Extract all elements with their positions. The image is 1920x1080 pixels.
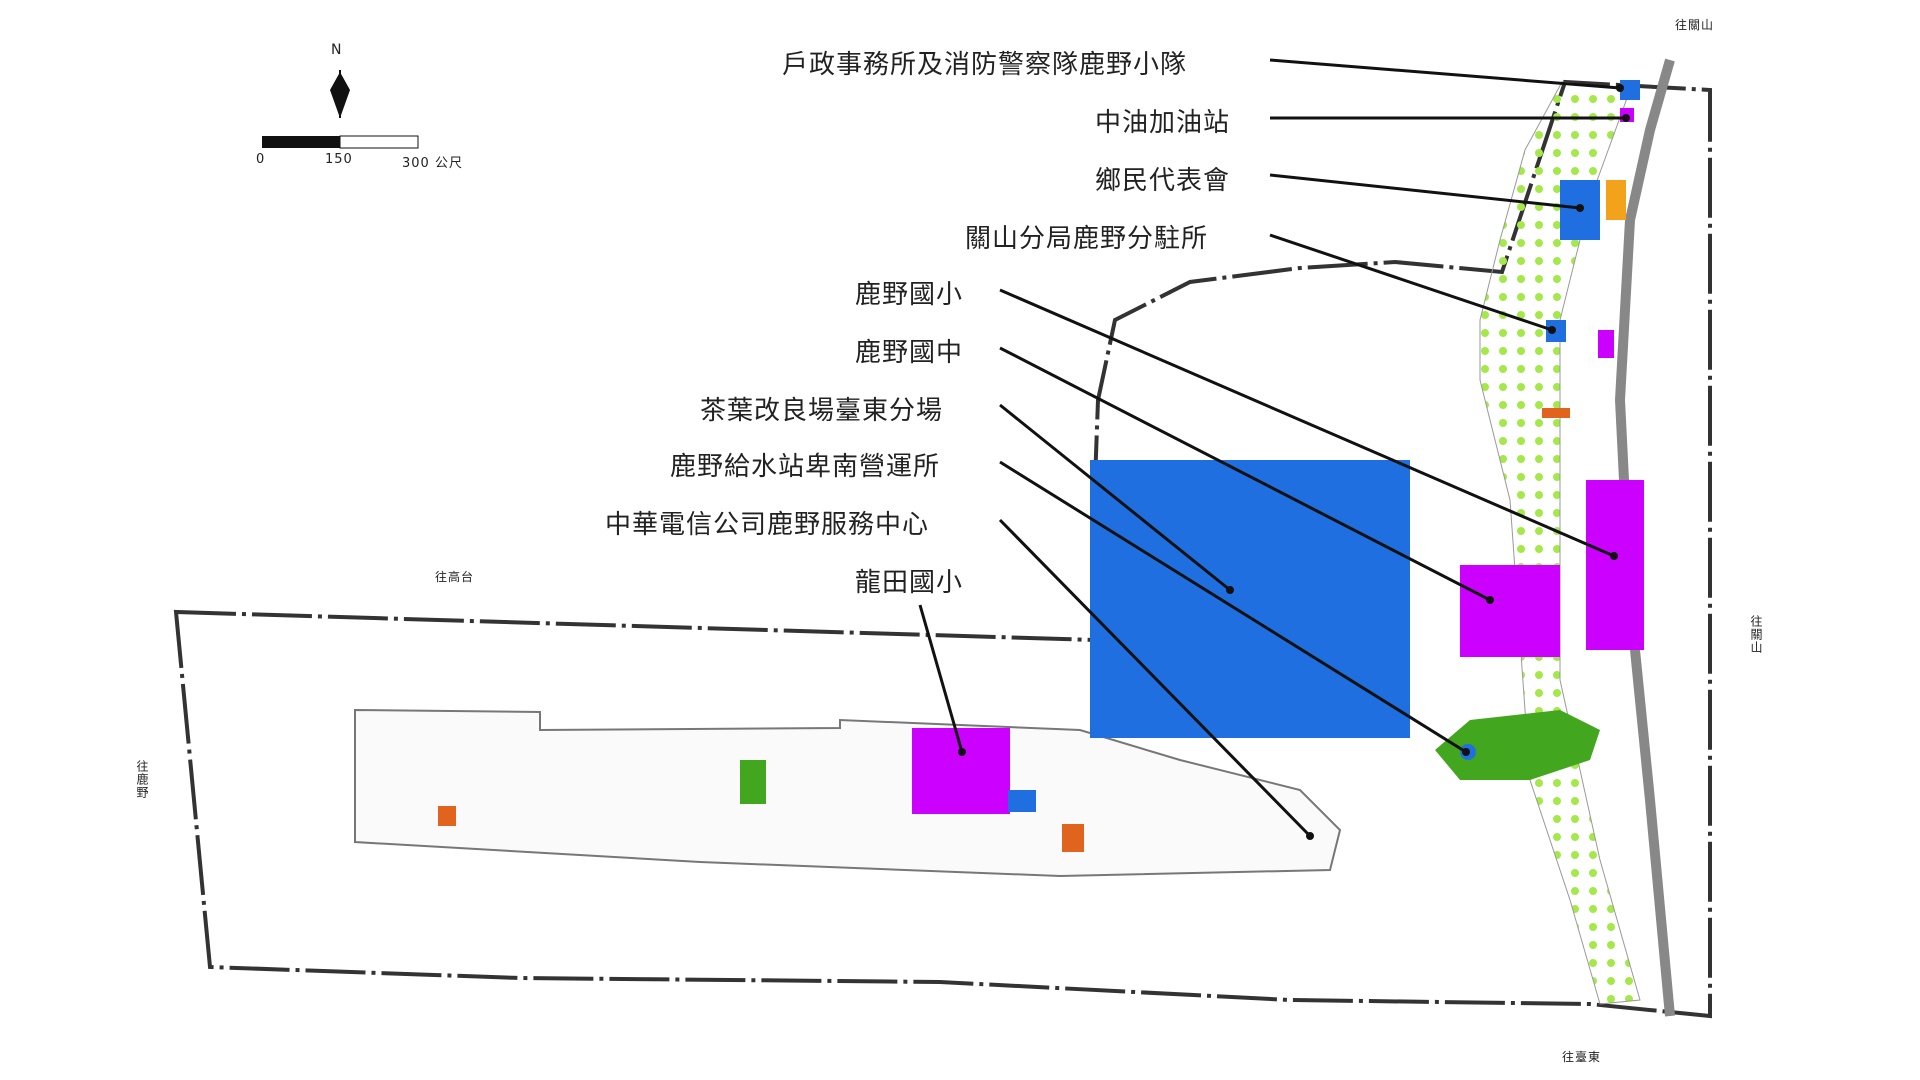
facility-orange-west [438, 806, 456, 826]
junior-high-block [1460, 565, 1560, 657]
dir-east: 往關山 [1749, 615, 1763, 654]
dir-south: 往臺東 [1562, 1050, 1602, 1064]
longtian-elementary-block [912, 728, 1010, 814]
facility-pink [1598, 330, 1614, 358]
dir-west: 往鹿野 [135, 760, 149, 799]
label-gas-station: 中油加油站 [1095, 108, 1231, 138]
leader-dots [958, 84, 1630, 840]
tea-station-block [1090, 460, 1410, 738]
west-settlement [354, 708, 1342, 878]
facility-blue [1008, 790, 1036, 812]
dir-north: 往關山 [1675, 18, 1715, 32]
leader-lines [918, 58, 1626, 838]
north-label: N [331, 42, 343, 58]
dir-north-small: 往高台 [435, 570, 475, 584]
planning-boundary [173, 79, 1712, 1019]
label-household: 戶政事務所及消防警察隊鹿野小隊 [782, 50, 1188, 80]
label-police: 關山分局鹿野分駐所 [965, 224, 1209, 254]
elementary-block [1586, 480, 1644, 650]
facility-orange-north [1542, 408, 1570, 418]
label-council: 鄉民代表會 [1095, 166, 1231, 196]
park-area [1435, 710, 1600, 780]
scale-bar-black [262, 136, 340, 148]
scale-zero: 0 [256, 152, 266, 167]
label-longtian: 龍田國小 [855, 568, 964, 598]
facility-household [1620, 80, 1640, 100]
facility-police [1546, 320, 1566, 342]
facility-green [740, 760, 766, 804]
label-elementary: 鹿野國小 [855, 280, 964, 310]
label-water-station: 鹿野給水站卑南營運所 [670, 452, 941, 482]
main-road [1614, 58, 1675, 1017]
scale-max: 300 公尺 [402, 156, 463, 171]
north-arrow-icon [330, 70, 350, 118]
facility-orange-mid [1062, 824, 1084, 852]
facility-yellow [1606, 180, 1626, 220]
scale-mid: 150 [325, 152, 353, 167]
label-junior-high: 鹿野國中 [855, 338, 964, 368]
label-telecom: 中華電信公司鹿野服務中心 [605, 510, 930, 540]
scale-bar-white [339, 135, 419, 149]
label-tea-station: 茶葉改良場臺東分場 [700, 396, 944, 426]
